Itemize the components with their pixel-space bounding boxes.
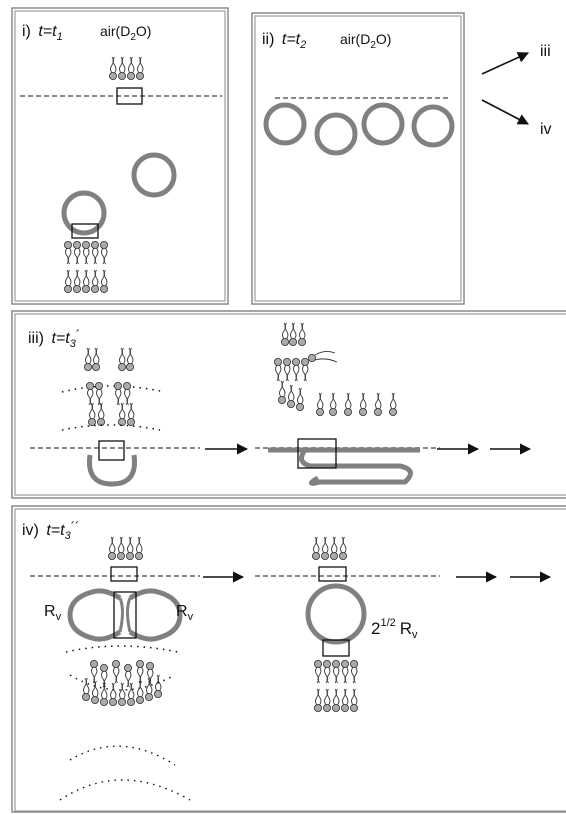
highlight-box	[297, 438, 337, 469]
panel-i: i) t=t1 air(D2O)	[11, 7, 229, 305]
highlight-box	[318, 566, 347, 582]
vesicle	[263, 102, 307, 146]
lipid-cluster-right	[273, 322, 398, 417]
vesicle	[131, 152, 177, 198]
vesicle	[61, 190, 107, 236]
highlight-box	[71, 223, 99, 239]
monolayer-lipids	[109, 57, 143, 80]
vesicle	[314, 112, 358, 156]
fusing-vesicle	[86, 454, 138, 487]
branch-label-iii: iii	[540, 43, 551, 60]
panel-i-label: i) t=t1	[22, 23, 63, 43]
vesicle	[361, 102, 405, 146]
vesicle-left	[67, 588, 122, 642]
panel-iii: iii) t=t3´	[11, 310, 566, 499]
highlight-box	[113, 591, 137, 639]
monolayer-lipids	[312, 537, 346, 560]
highlight-box	[322, 639, 350, 657]
panel-i-frame	[11, 7, 229, 305]
panel-ii-frame	[251, 12, 465, 305]
panel-ii-label: ii) t=t2	[262, 31, 306, 51]
dotted-boundary	[69, 745, 176, 766]
dotted-boundary	[59, 779, 191, 801]
lipid-cluster-left	[61, 347, 166, 431]
bilayer-zoom	[64, 241, 107, 292]
fused-vesicle	[305, 583, 367, 645]
radius-label-left: Rv	[44, 603, 62, 623]
bilayer-zoom	[314, 660, 357, 711]
branch-label-iv: iv	[540, 121, 552, 138]
vesicle	[411, 104, 455, 148]
monolayer-lipids	[108, 537, 142, 560]
highlight-box	[110, 566, 138, 582]
panel-iii-label: iii) t=t3´	[28, 327, 80, 350]
panel-ii: ii) t=t2 air(D2O)	[251, 12, 465, 305]
hemifusion-lipids	[65, 645, 179, 707]
panel-iv: iv) t=t3´´ Rv Rv	[11, 505, 566, 813]
highlight-box	[98, 440, 125, 461]
panel-iv-label: iv) t=t3´´	[22, 519, 79, 542]
panel-iii-frame	[11, 310, 566, 499]
radius-label-right: Rv	[176, 603, 194, 623]
panel-iv-frame	[11, 505, 566, 813]
collapsed-vesicle	[299, 448, 413, 486]
vesicle-right	[128, 588, 183, 642]
branch-arrows: iii iv	[481, 43, 552, 138]
highlight-box	[116, 87, 143, 105]
panel-ii-medium: air(D2O)	[340, 31, 391, 51]
panel-i-medium: air(D2O)	[100, 23, 151, 43]
